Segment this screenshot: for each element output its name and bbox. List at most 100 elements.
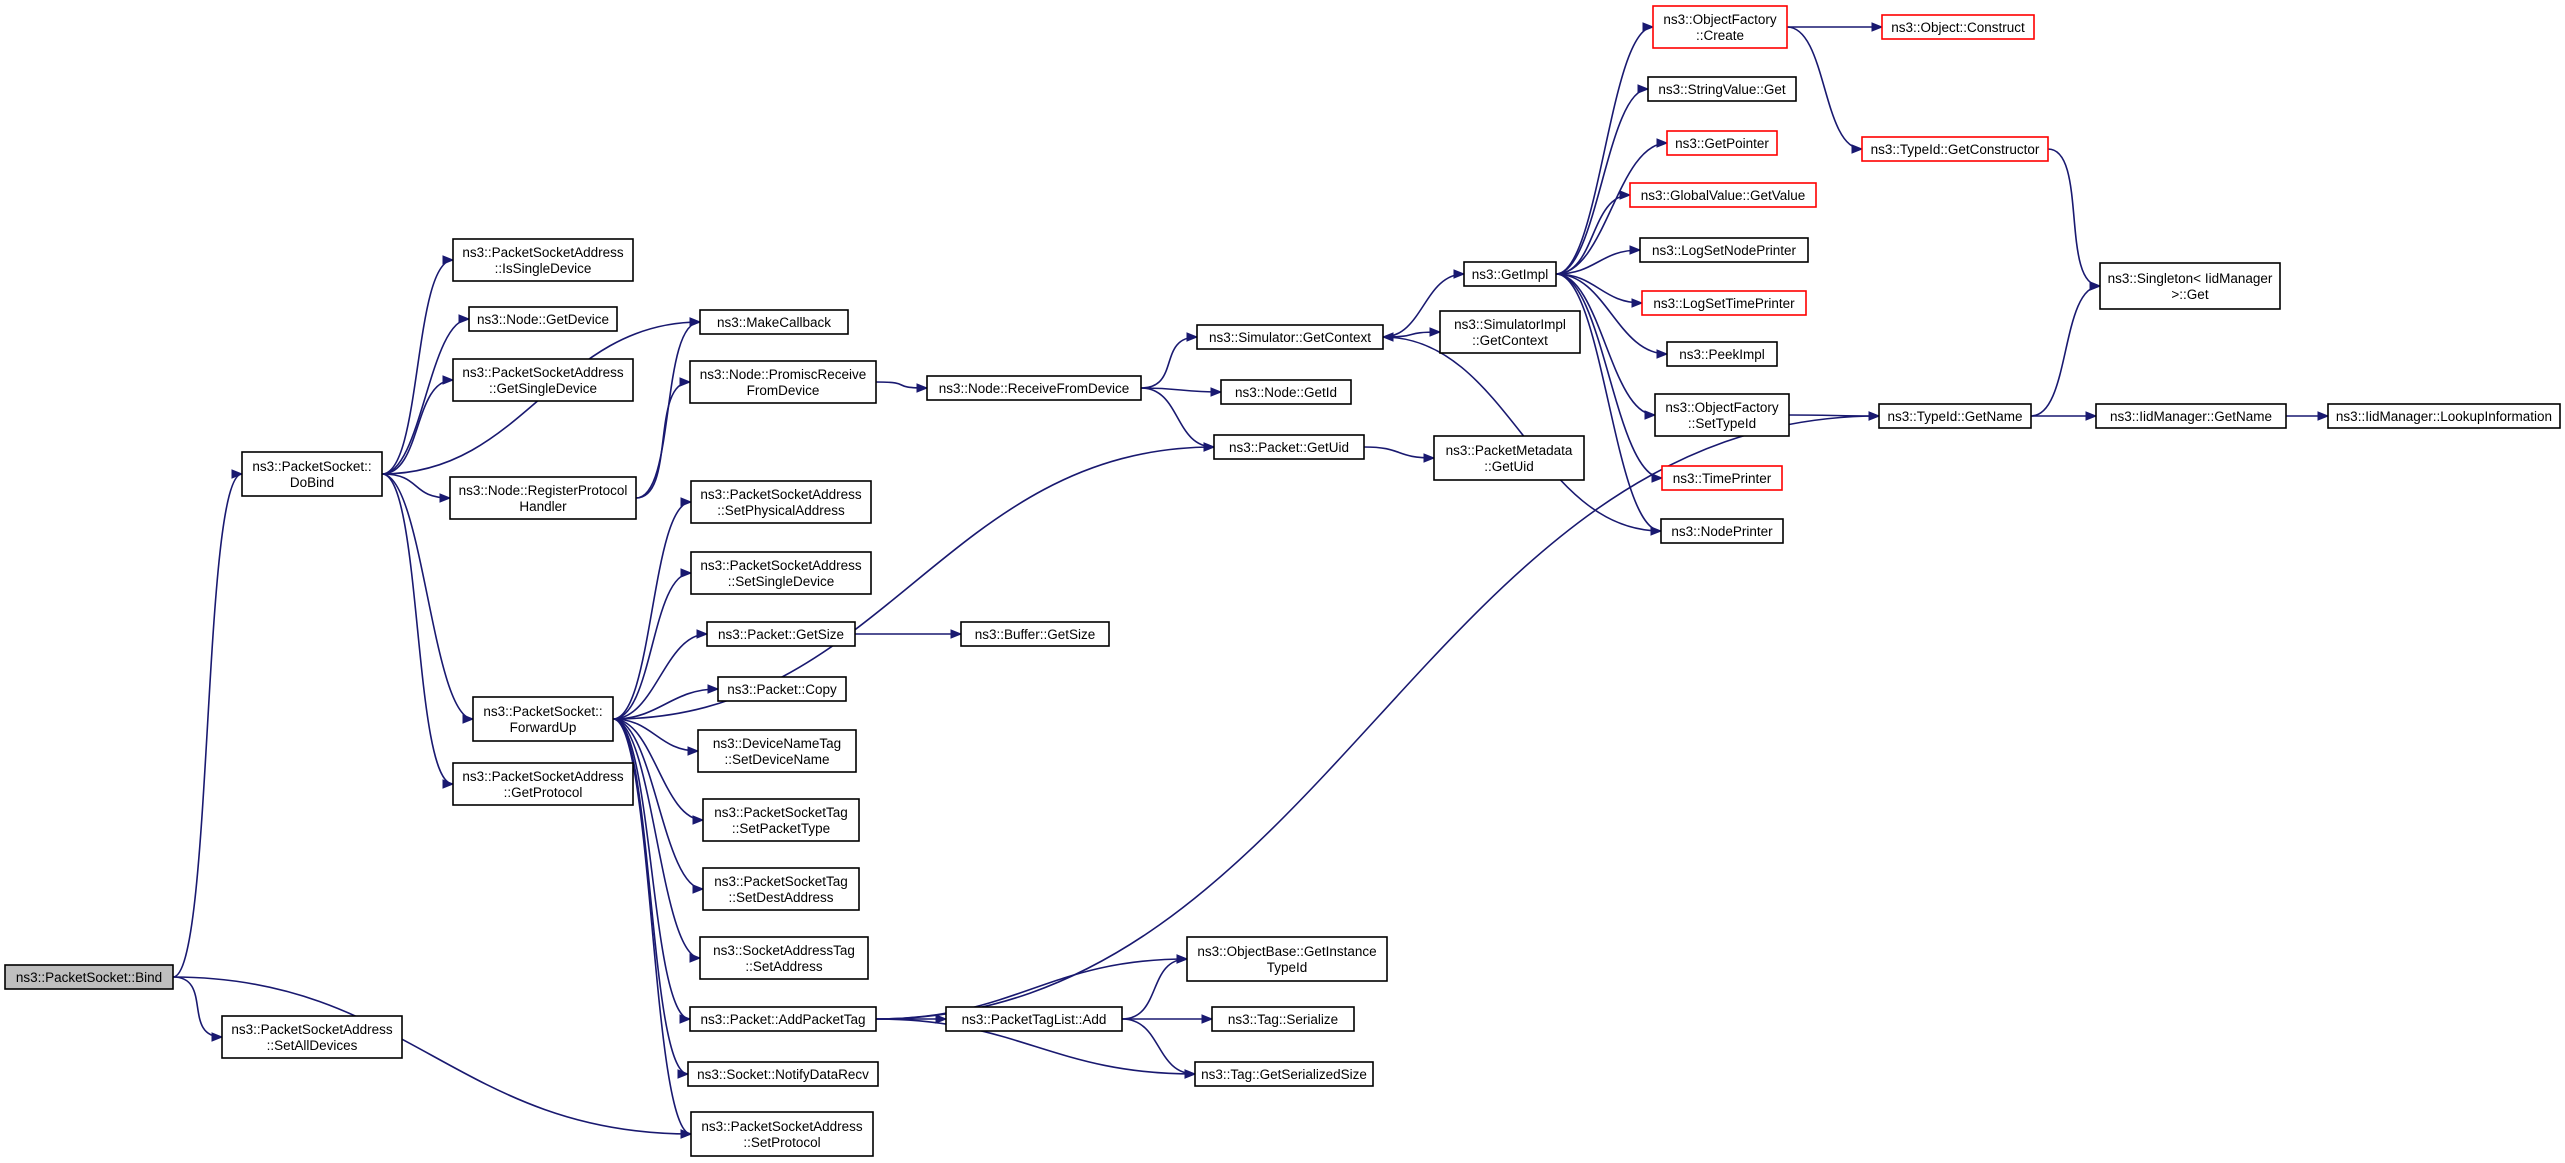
node-box: [1639, 237, 1809, 263]
node-box: [1186, 936, 1388, 982]
edge-arrowhead: [950, 629, 963, 639]
node-objectConstruct[interactable]: ns3::Object::Construct: [1881, 14, 2035, 40]
node-stringValueGet[interactable]: ns3::StringValue::Get: [1647, 76, 1797, 102]
edge-bind-to-setAllDevices: [172, 976, 223, 1038]
edge-getImpl-to-logSetNodePrinter: [1555, 249, 1641, 275]
node-objFactorySetTypeId[interactable]: ns3::ObjectFactory::SetTypeId: [1654, 393, 1790, 437]
node-simGetContext[interactable]: ns3::Simulator::GetContext: [1196, 324, 1384, 350]
node-label: ns3::Node::RegisterProtocol: [459, 483, 628, 498]
edge-arrowhead: [1203, 442, 1216, 452]
node-tagSerialize[interactable]: ns3::Tag::Serialize: [1211, 1006, 1355, 1032]
edge-arrowhead: [1210, 387, 1223, 397]
node-box: [2095, 403, 2287, 429]
node-getImpl[interactable]: ns3::GetImpl: [1463, 261, 1557, 287]
node-label: ns3::PeekImpl: [1679, 347, 1765, 362]
node-logSetNodePrinter[interactable]: ns3::LogSetNodePrinter: [1639, 237, 1809, 263]
edge-typeIdGetName-to-singletonGet: [2030, 285, 2101, 417]
node-label: ns3::ObjectFactory: [1665, 400, 1779, 415]
node-label: ns3::PacketSocketAddress: [701, 1119, 863, 1134]
node-nodeGetId[interactable]: ns3::Node::GetId: [1220, 379, 1352, 405]
edge-receiveFromDevice-to-packetGetUid: [1140, 387, 1215, 448]
edge-arrowhead: [1423, 453, 1436, 463]
node-globalValueGetValue[interactable]: ns3::GlobalValue::GetValue: [1629, 182, 1817, 208]
node-box: [699, 936, 869, 980]
node-packetTagListAdd[interactable]: ns3::PacketTagList::Add: [945, 1006, 1123, 1032]
node-label: ns3::TypeId::GetName: [1887, 409, 2022, 424]
node-objFactoryCreate[interactable]: ns3::ObjectFactory::Create: [1652, 5, 1788, 49]
node-peekImpl[interactable]: ns3::PeekImpl: [1666, 341, 1778, 367]
node-simImplGetContext[interactable]: ns3::SimulatorImpl::GetContext: [1439, 310, 1581, 354]
node-getProtocol[interactable]: ns3::PacketSocketAddress::GetProtocol: [452, 762, 634, 806]
node-label: ns3::Packet::Copy: [727, 682, 837, 697]
node-label: ForwardUp: [510, 720, 577, 735]
node-label: ns3::Node::GetDevice: [477, 312, 609, 327]
node-bind[interactable]: ns3::PacketSocket::Bind: [4, 964, 174, 990]
node-label: ns3::ObjectFactory: [1663, 12, 1777, 27]
node-label: ns3::PacketSocketTag: [714, 874, 848, 889]
node-iidGetName[interactable]: ns3::IidManager::GetName: [2095, 403, 2287, 429]
edge-forwardUp-to-setSingleDevice: [612, 572, 692, 720]
node-setPhysicalAddress[interactable]: ns3::PacketSocketAddress::SetPhysicalAdd…: [690, 480, 872, 524]
edge-arrowhead: [1381, 332, 1394, 342]
node-forwardUp[interactable]: ns3::PacketSocket::ForwardUp: [472, 696, 614, 742]
node-label: ns3::IidManager::GetName: [2110, 409, 2272, 424]
node-timePrinter[interactable]: ns3::TimePrinter: [1661, 465, 1783, 491]
node-box: [1666, 341, 1778, 367]
edge-packetTagListAdd-to-tagGetSerializedSize: [1121, 1018, 1196, 1075]
node-label: ::GetContext: [1472, 333, 1548, 348]
node-getPointer[interactable]: ns3::GetPointer: [1666, 130, 1778, 156]
edge-arrowhead: [439, 493, 452, 503]
node-doBind[interactable]: ns3::PacketSocket::DoBind: [241, 451, 383, 497]
node-singletonGet[interactable]: ns3::Singleton< IidManager>::Get: [2099, 262, 2281, 310]
node-packetCopy[interactable]: ns3::Packet::Copy: [717, 676, 847, 702]
node-setProtocol[interactable]: ns3::PacketSocketAddress::SetProtocol: [690, 1111, 874, 1157]
node-makeCallback[interactable]: ns3::MakeCallback: [699, 309, 849, 335]
node-getSingleDevice[interactable]: ns3::PacketSocketAddress::GetSingleDevic…: [452, 358, 634, 402]
node-nodePrinter[interactable]: ns3::NodePrinter: [1660, 518, 1784, 544]
node-logSetTimePrinter[interactable]: ns3::LogSetTimePrinter: [1641, 290, 1807, 316]
node-socketSetAddress[interactable]: ns3::SocketAddressTag::SetAddress: [699, 936, 869, 980]
node-tagGetSerializedSize[interactable]: ns3::Tag::GetSerializedSize: [1194, 1061, 1374, 1087]
node-bufferGetSize[interactable]: ns3::Buffer::GetSize: [960, 621, 1110, 647]
node-typeIdGetName[interactable]: ns3::TypeId::GetName: [1878, 403, 2032, 429]
node-getConstructor[interactable]: ns3::TypeId::GetConstructor: [1861, 136, 2049, 162]
node-isSingleDevice[interactable]: ns3::PacketSocketAddress::IsSingleDevice: [452, 238, 634, 282]
edge-arrowhead: [1642, 22, 1655, 32]
node-packetGetUid[interactable]: ns3::Packet::GetUid: [1213, 434, 1365, 460]
edge-arrowhead: [1186, 332, 1199, 342]
node-box: [1463, 261, 1557, 287]
node-lookupInformation[interactable]: ns3::IidManager::LookupInformation: [2327, 403, 2561, 429]
node-box: [1660, 518, 1784, 544]
node-label: ::SetPhysicalAddress: [717, 503, 845, 518]
edge-arrowhead: [2089, 281, 2102, 291]
node-label: ns3::GlobalValue::GetValue: [1641, 188, 1806, 203]
edge-packetTagListAdd-to-getInstanceTypeId: [1121, 958, 1188, 1020]
node-nodeGetDevice[interactable]: ns3::Node::GetDevice: [468, 306, 618, 332]
node-label: ::SetProtocol: [743, 1135, 820, 1150]
edge-arrowhead: [935, 1014, 948, 1024]
node-label: ns3::DeviceNameTag: [713, 736, 841, 751]
edge-arrowhead: [1201, 1014, 1214, 1024]
node-receiveFromDevice[interactable]: ns3::Node::ReceiveFromDevice: [926, 375, 1142, 401]
node-setSingleDevice[interactable]: ns3::PacketSocketAddress::SetSingleDevic…: [690, 551, 872, 595]
node-label: ns3::Tag::Serialize: [1228, 1012, 1338, 1027]
edge-arrowhead: [1871, 22, 1884, 32]
node-setDestAddress[interactable]: ns3::PacketSocketTag::SetDestAddress: [702, 867, 860, 911]
edge-getImpl-to-globalValueGetValue: [1555, 194, 1631, 275]
node-metadataGetUid[interactable]: ns3::PacketMetadata::GetUid: [1433, 435, 1585, 481]
edge-arrowhead: [689, 317, 702, 327]
node-packetGetSize[interactable]: ns3::Packet::GetSize: [706, 621, 856, 647]
node-label: ns3::PacketSocketAddress: [700, 558, 862, 573]
node-label: ::GetSingleDevice: [489, 381, 597, 396]
edge-doBind-to-nodeGetDevice: [381, 318, 470, 475]
node-label: ns3::GetPointer: [1675, 136, 1769, 151]
node-setDeviceName[interactable]: ns3::DeviceNameTag::SetDeviceName: [697, 729, 857, 773]
node-notifyDataRecv[interactable]: ns3::Socket::NotifyDataRecv: [687, 1061, 879, 1087]
node-setAllDevices[interactable]: ns3::PacketSocketAddress::SetAllDevices: [221, 1015, 403, 1059]
node-addPacketTag[interactable]: ns3::Packet::AddPacketTag: [689, 1006, 877, 1032]
node-box: [689, 360, 877, 404]
node-setPacketType[interactable]: ns3::PacketSocketTag::SetPacketType: [702, 798, 860, 842]
